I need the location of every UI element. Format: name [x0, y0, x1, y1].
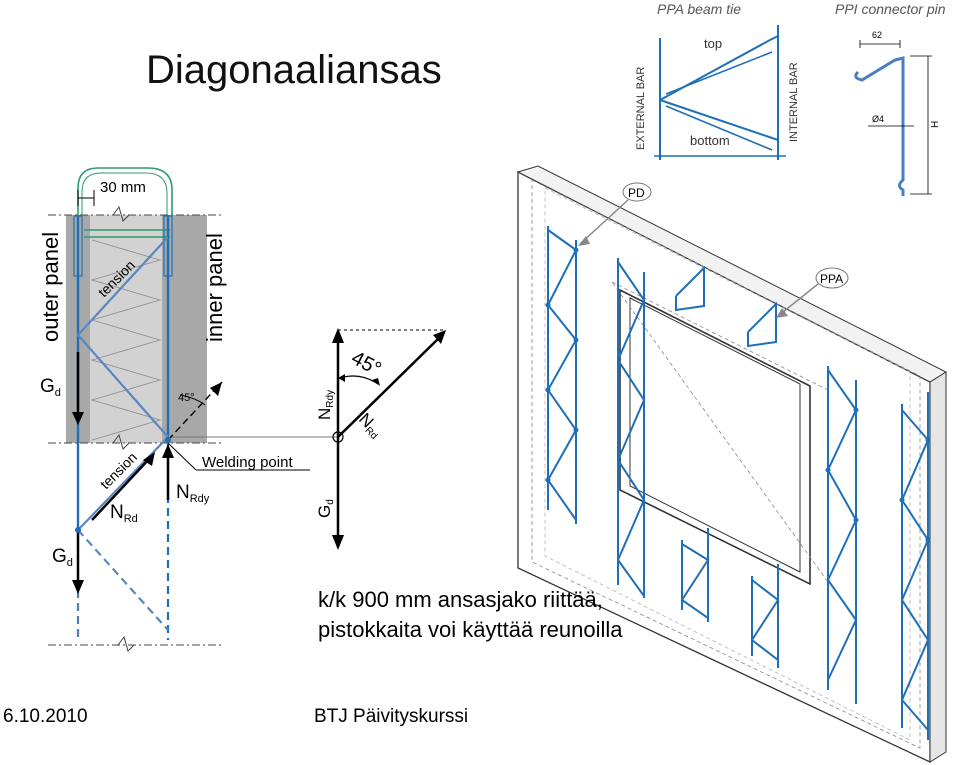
ppa-beam-tie-drawing: [654, 25, 786, 160]
outer-panel-label: outer panel: [38, 232, 63, 342]
force-nrd-label: NRd: [354, 409, 387, 442]
ppa-top-label: top: [704, 36, 722, 51]
internal-bar-label: INTERNAL BAR: [788, 62, 800, 142]
ppa-beam-tie-title: PPA beam tie: [657, 1, 741, 17]
wall-panel-3d: [516, 165, 948, 764]
external-bar-label: EXTERNAL BAR: [635, 67, 647, 150]
force-nrdy-label: NRdy: [315, 390, 336, 420]
footer-course: BTJ Päivityskurssi: [314, 706, 469, 727]
insulation-layer: [90, 215, 162, 443]
ppi-pin-title: PPI connector pin: [835, 1, 946, 17]
inner-panel-label: inner panel: [202, 233, 227, 342]
force-gd-label: Gd: [315, 499, 336, 518]
ppa-callout-label: PPA: [820, 272, 843, 286]
ppi-dim-62-label: 62: [872, 30, 882, 40]
ppi-dim-d4-label: Ø4: [872, 114, 884, 124]
gd-lower-label: Gd: [52, 546, 73, 569]
section-angle-label: 45°: [178, 392, 195, 404]
green-loop: [77, 167, 173, 216]
ppi-dim-h-label: H: [930, 121, 941, 128]
nrd-label: NRd: [110, 502, 138, 525]
footer-date: 6.10.2010: [3, 706, 88, 727]
dimension-30mm-label: 30 mm: [100, 179, 146, 196]
page-title: Diagonaaliansas: [146, 48, 442, 92]
nrdy-label: NRdy: [176, 482, 210, 505]
ppi-connector-pin-drawing: [854, 40, 932, 196]
inner-panel-layer: [162, 215, 207, 443]
pd-callout-label: PD: [628, 186, 645, 200]
caption-line-1: k/k 900 mm ansasjako riittää,: [318, 587, 603, 612]
sandwich-section: [48, 167, 338, 652]
ppa-bottom-label: bottom: [690, 133, 730, 148]
gd-upper-label: Gd: [40, 376, 61, 399]
tension-lower-label: tension: [97, 449, 140, 492]
welding-point-label: Welding point: [202, 454, 293, 471]
caption-line-2: pistokkaita voi käyttää reunoilla: [318, 617, 623, 642]
force-diagram: [332, 328, 446, 550]
